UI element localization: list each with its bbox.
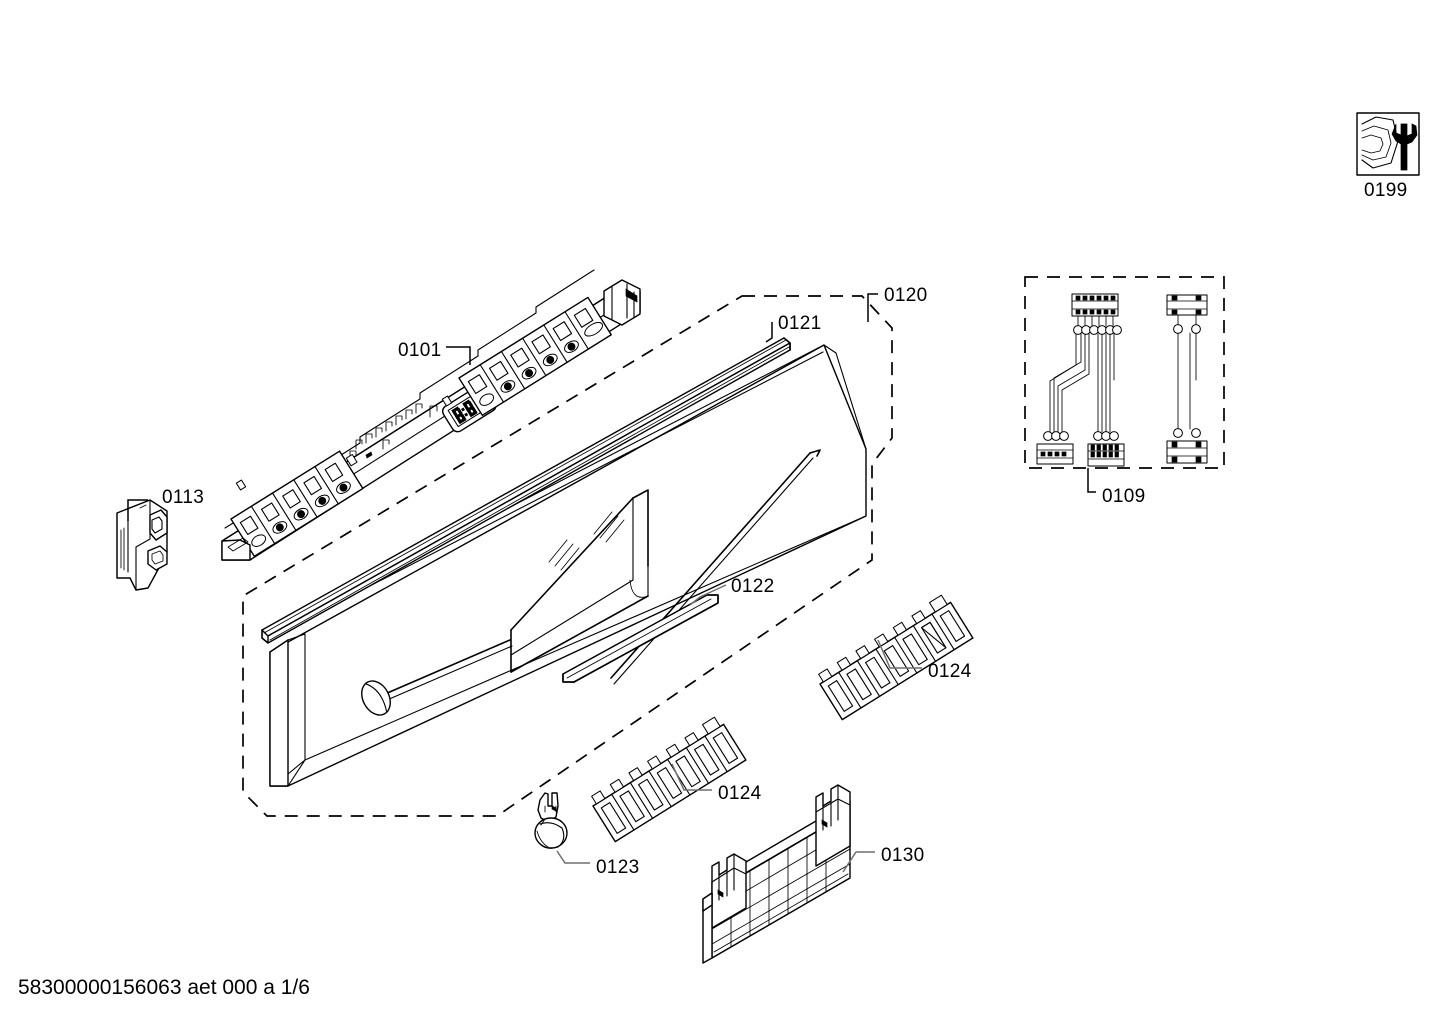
grid-support-bracket-0130	[702, 784, 851, 964]
leader-0124-lower	[671, 763, 712, 791]
harness-cable-two-wire	[1166, 294, 1208, 464]
leader-0124-upper	[877, 639, 922, 669]
harness-cable-six-way	[1036, 293, 1125, 467]
service-tool-icon	[1356, 112, 1420, 176]
harness-enclosure-0109	[1024, 276, 1225, 469]
handle-strip-0122	[562, 594, 719, 683]
callout-0121: 0121	[778, 313, 822, 334]
comb-clip-upper-0124	[818, 594, 974, 721]
callout-0130: 0130	[881, 845, 925, 866]
callout-0113: 0113	[162, 487, 205, 508]
upper-trim-strip-0121	[261, 337, 791, 644]
button-block-group-left	[221, 450, 364, 561]
callout-0120: 0120	[884, 285, 928, 306]
callout-0101: 0101	[398, 340, 442, 361]
comb-clip-lower-0124	[591, 716, 747, 843]
callout-0199: 0199	[1364, 180, 1408, 201]
leader-0101	[446, 346, 471, 365]
leader-0130	[842, 851, 875, 873]
leader-0120	[867, 293, 878, 322]
drawing-footer-text: 58300000156063 aet 000 a 1/6	[18, 976, 310, 999]
door-front-panel	[267, 344, 867, 787]
leader-0121	[765, 322, 773, 343]
leader-0123	[556, 850, 590, 864]
callout-0109: 0109	[1102, 486, 1146, 507]
leader-0113	[127, 499, 148, 521]
control-panel-pcb-0101	[221, 269, 641, 561]
leader-0109	[1087, 468, 1096, 493]
callout-0123: 0123	[596, 857, 640, 878]
callout-0122: 0122	[731, 576, 775, 597]
mounting-bracket-0113	[116, 499, 168, 591]
button-block-group-right	[458, 296, 612, 417]
callout-0124-upper: 0124	[928, 661, 972, 682]
callout-0124-lower: 0124	[718, 783, 762, 804]
leader-0122	[689, 584, 727, 606]
door-assembly-enclosure-0120	[242, 295, 893, 817]
knob-bushing-0123	[534, 792, 568, 849]
